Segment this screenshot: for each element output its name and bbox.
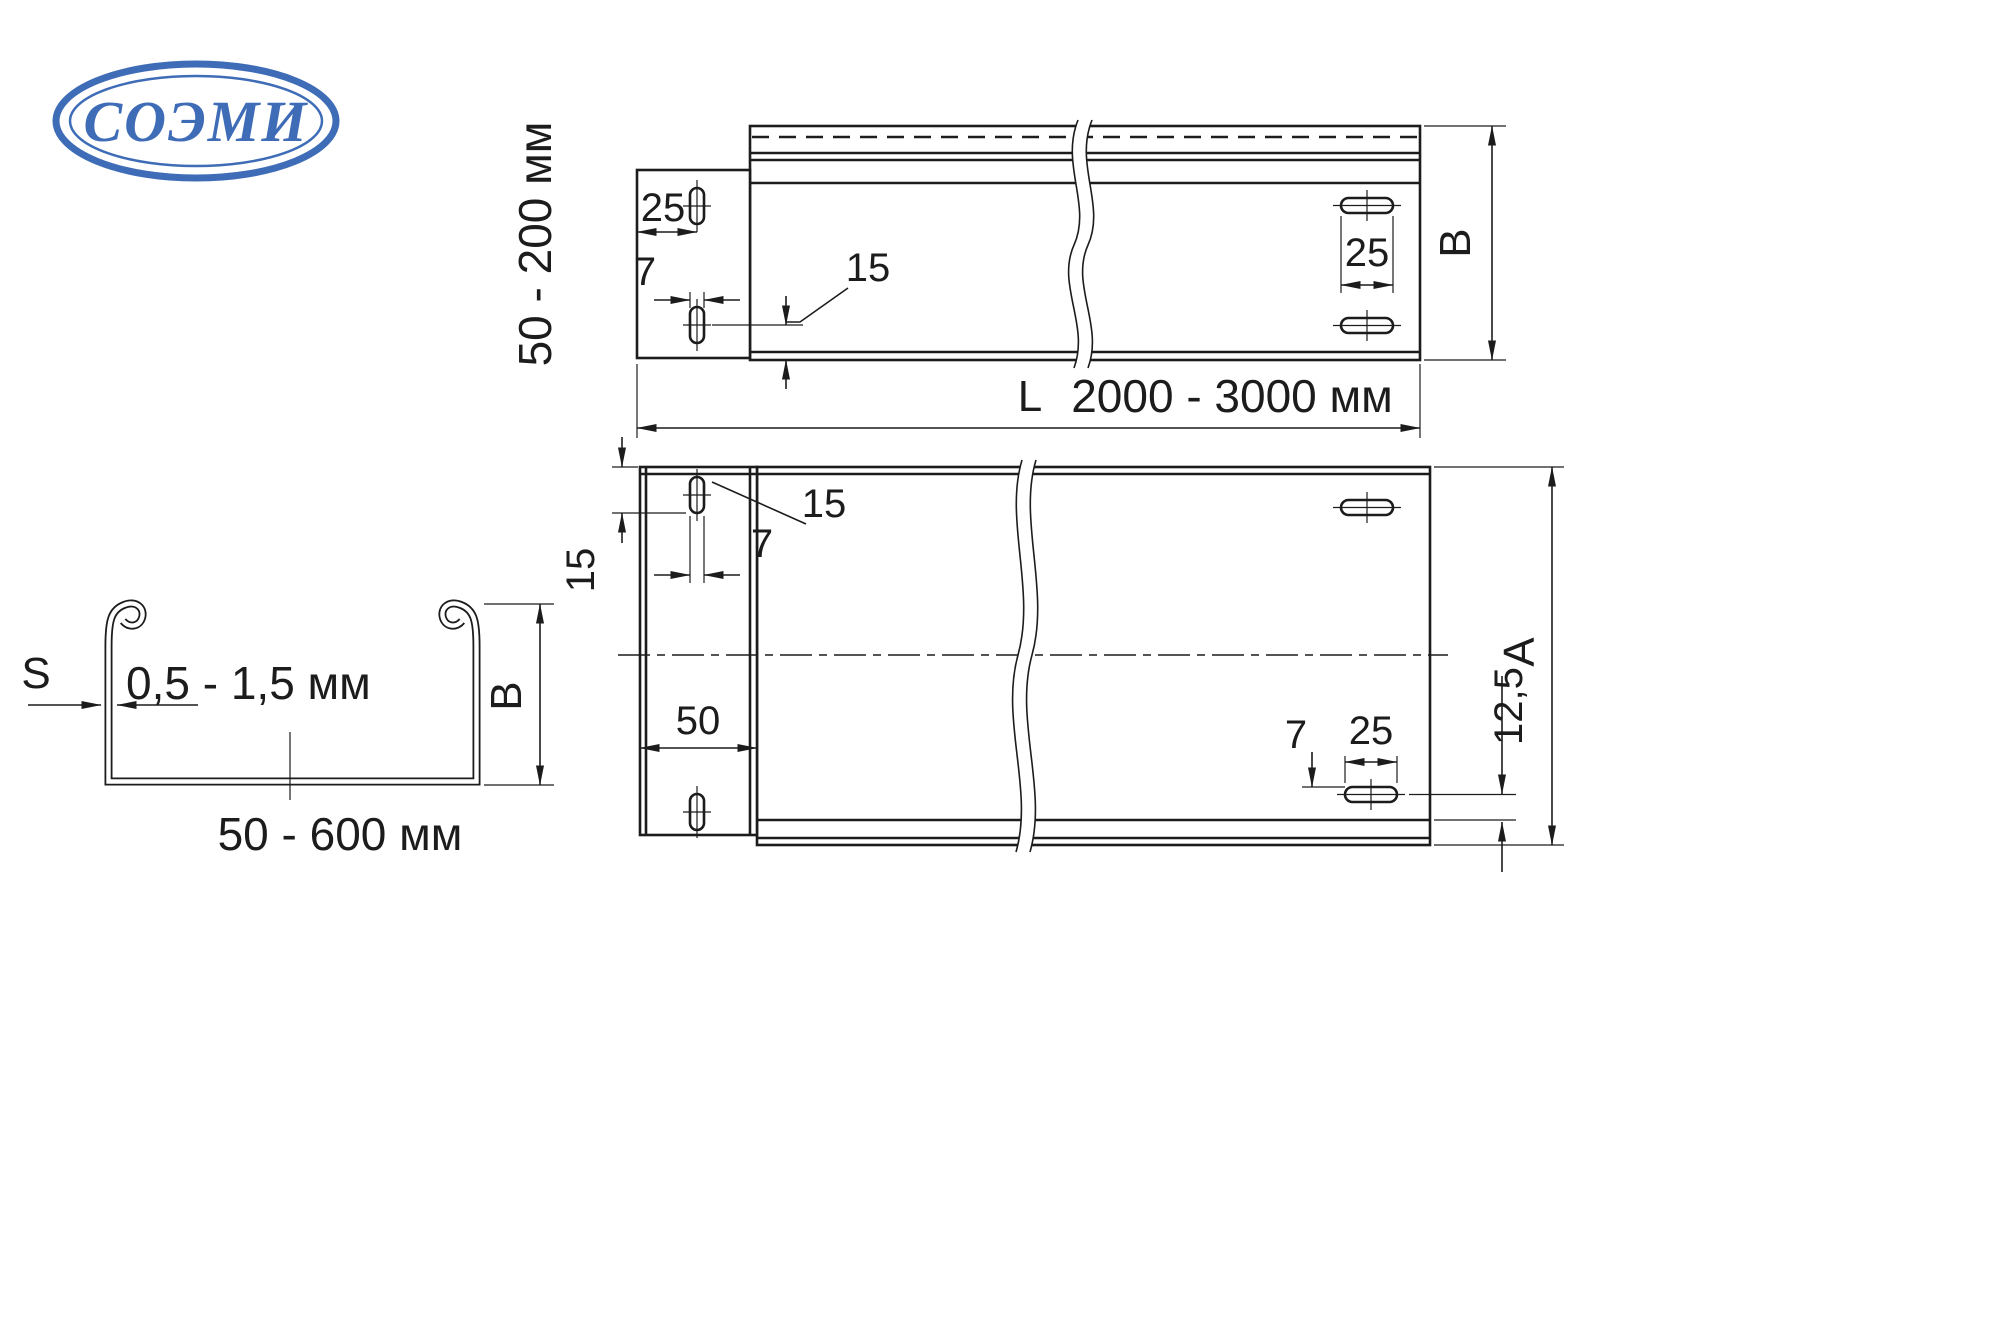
dim-15-edge-plan-label: 15 xyxy=(559,548,603,593)
side-height-range-label: 50 - 200 мм xyxy=(509,122,561,367)
dim-7-slot-side-label: 7 xyxy=(634,250,656,294)
section-thickness-range-label: 0,5 - 1,5 мм xyxy=(126,657,371,709)
break-band xyxy=(1068,120,1094,368)
break-band xyxy=(1012,460,1038,852)
dim-L-length: L 2000 - 3000 мм xyxy=(636,364,1421,438)
dim-15-leader-plan: 15 xyxy=(711,481,847,526)
side-slot-top-left xyxy=(683,180,711,232)
dim-25-slot-side-label: 25 xyxy=(1345,231,1390,275)
dim-15-edge-plan: 15 xyxy=(559,437,686,592)
dim-25-slot-bottom-plan: 25 xyxy=(1344,709,1398,783)
dim-7-slot-side: 7 xyxy=(634,250,740,308)
logo-inner-ring xyxy=(68,74,324,168)
dim-S-thickness: S 0,5 - 1,5 мм xyxy=(21,649,371,709)
dim-A-plan: A xyxy=(1434,466,1564,846)
dim-B-side: B xyxy=(1424,125,1506,361)
plan-slot-bottom-left xyxy=(683,786,711,838)
logo: СОЭМИ xyxy=(52,60,340,182)
dim-B-section: B xyxy=(482,603,554,786)
side-view: 25 7 15 25 B 50 - 200 мм xyxy=(509,119,1506,389)
plan-slot-top-left xyxy=(683,469,711,521)
plan-slot-top-right xyxy=(1333,492,1401,523)
plan-slot-bottom-right xyxy=(1337,779,1405,810)
section-width-range-label: 50 - 600 мм xyxy=(218,808,463,860)
dim-7-slot-plan-label: 7 xyxy=(751,522,773,566)
dim-25-top-left-label: 25 xyxy=(641,186,686,230)
plan-connector-plate xyxy=(638,465,759,837)
dim-50-plan-label: 50 xyxy=(676,699,721,743)
logo-outer-ring xyxy=(52,60,340,182)
dim-12-5-plan: 12,5 xyxy=(1409,667,1531,872)
dim-L-symbol: L xyxy=(1018,372,1042,421)
plan-body-outline xyxy=(755,465,1432,847)
plan-view: 15 7 15 50 7 25 xyxy=(559,437,1564,872)
dim-7-slot-bottom-plan-label: 7 xyxy=(1285,713,1307,757)
dim-25-top-left: 25 xyxy=(636,186,698,236)
dim-50-plan: 50 xyxy=(639,699,758,752)
dim-15-flange-side-label: 15 xyxy=(846,246,891,290)
dim-15-leader-plan-label: 15 xyxy=(802,482,847,526)
dim-A-plan-label: A xyxy=(1495,637,1544,667)
side-slot-bottom-left xyxy=(683,299,711,351)
side-slot-bottom-right xyxy=(1333,310,1401,341)
dim-12-5-plan-label: 12,5 xyxy=(1487,667,1531,745)
dim-B-section-label: B xyxy=(482,681,531,710)
side-slot-top-right xyxy=(1333,190,1401,221)
dim-7-slot-plan: 7 xyxy=(654,516,773,583)
dim-7-slot-bottom-plan: 7 xyxy=(1285,713,1345,788)
section-view: S 0,5 - 1,5 мм B 50 - 600 мм xyxy=(21,599,554,860)
dim-S-label: S xyxy=(21,649,50,698)
dim-15-flange-side: 15 xyxy=(712,246,890,389)
dim-B-side-label: B xyxy=(1431,228,1480,257)
dim-25-slot-bottom-plan-label: 25 xyxy=(1349,709,1394,753)
dim-L-range-label: 2000 - 3000 мм xyxy=(1071,370,1393,422)
dim-25-slot-side: 25 xyxy=(1340,216,1394,293)
logo-text: СОЭМИ xyxy=(83,89,308,154)
